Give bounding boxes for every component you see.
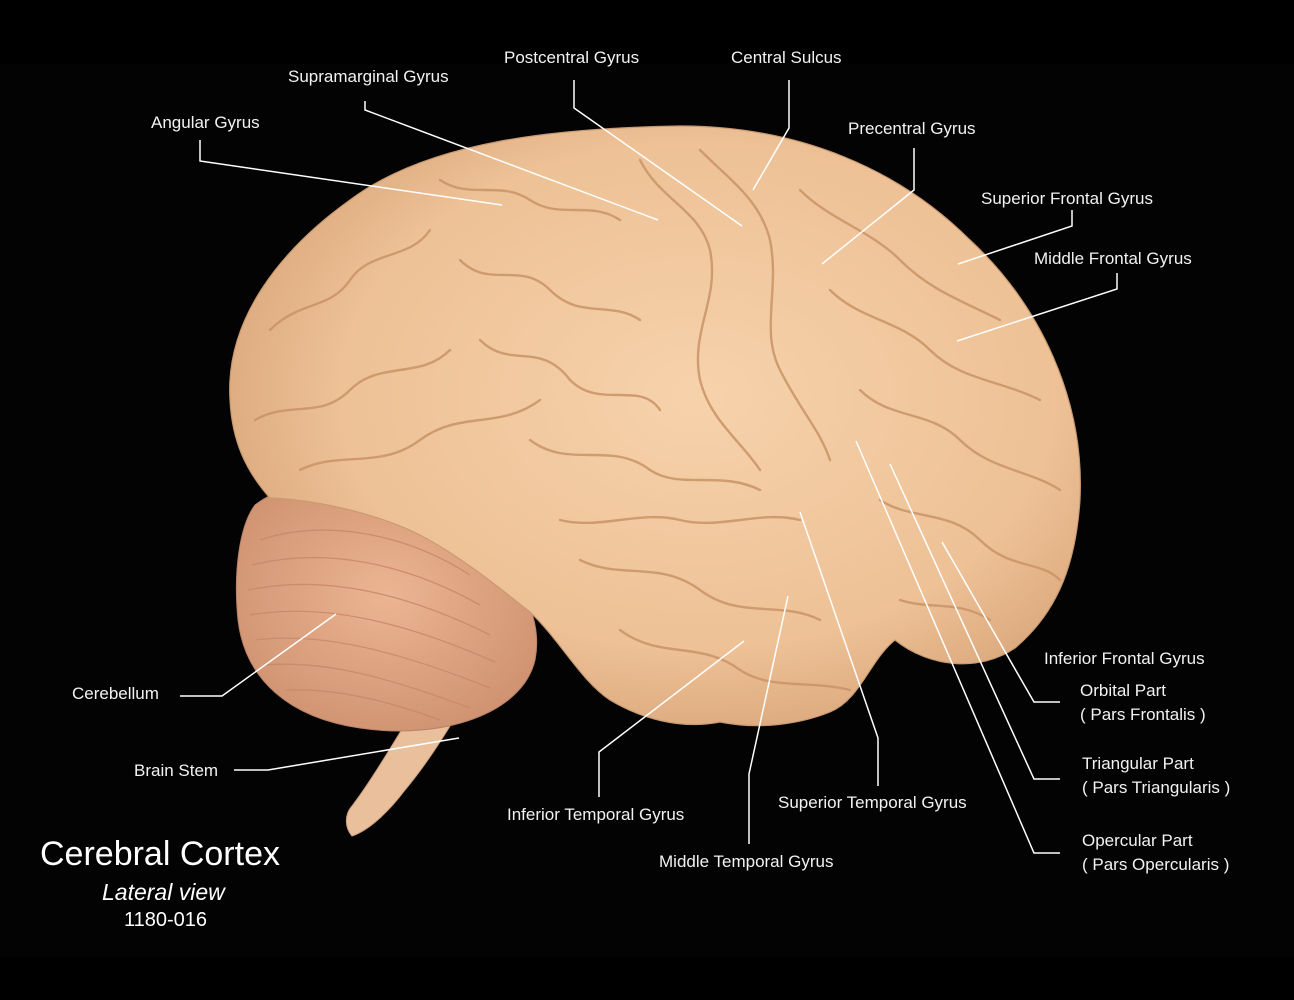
leader-central-sulcus [752, 80, 790, 191]
label-orbital-part-latin: ( Pars Frontalis ) [1080, 705, 1206, 724]
leader-precentral [821, 148, 915, 265]
label-brain-stem: Brain Stem [134, 761, 219, 780]
diagram-title: Cerebral Cortex [40, 835, 280, 873]
label-angular-gyrus: Angular Gyrus [151, 113, 260, 132]
label-precentral-gyrus: Precentral Gyrus [848, 119, 976, 138]
label-central-sulcus: Central Sulcus [731, 48, 842, 67]
label-triangular-part-latin: ( Pars Triangularis ) [1082, 778, 1231, 797]
label-triangular-part: Triangular Part [1082, 754, 1194, 773]
leader-middle-temporal [748, 595, 789, 844]
leader-opercular [855, 440, 1060, 854]
leader-lines [180, 80, 1118, 854]
label-superior-temporal-gyrus: Superior Temporal Gyrus [778, 793, 967, 812]
cerebrum-shape [229, 125, 1081, 727]
label-supramarginal-gyrus: Supramarginal Gyrus [288, 67, 449, 86]
label-superior-frontal-gyrus: Superior Frontal Gyrus [981, 189, 1153, 208]
label-orbital-part: Orbital Part [1080, 681, 1166, 700]
leader-cerebellum [180, 613, 337, 697]
leader-supramarginal [364, 101, 659, 221]
diagram-subtitle: Lateral view [102, 879, 225, 905]
label-postcentral-gyrus: Postcentral Gyrus [504, 48, 640, 67]
leader-angular [199, 140, 503, 206]
leader-postcentral [573, 80, 743, 227]
label-middle-temporal-gyrus: Middle Temporal Gyrus [659, 852, 834, 871]
leader-brain-stem [234, 737, 460, 771]
leader-superior-frontal [957, 210, 1073, 265]
label-inferior-temporal-gyrus: Inferior Temporal Gyrus [507, 805, 685, 824]
leader-inferior-temporal [598, 640, 745, 797]
leader-middle-frontal [956, 273, 1118, 342]
label-opercular-part-latin: ( Pars Opercularis ) [1082, 855, 1230, 874]
label-opercular-part: Opercular Part [1082, 831, 1193, 850]
label-middle-frontal-gyrus: Middle Frontal Gyrus [1034, 249, 1192, 268]
leader-triangular [889, 463, 1060, 780]
label-cerebellum: Cerebellum [72, 684, 159, 703]
leader-orbital [941, 541, 1060, 703]
label-inferior-frontal-gyrus: Inferior Frontal Gyrus [1044, 649, 1205, 668]
specimen-code: 1180-016 [124, 909, 208, 931]
leader-superior-temporal [799, 511, 879, 786]
